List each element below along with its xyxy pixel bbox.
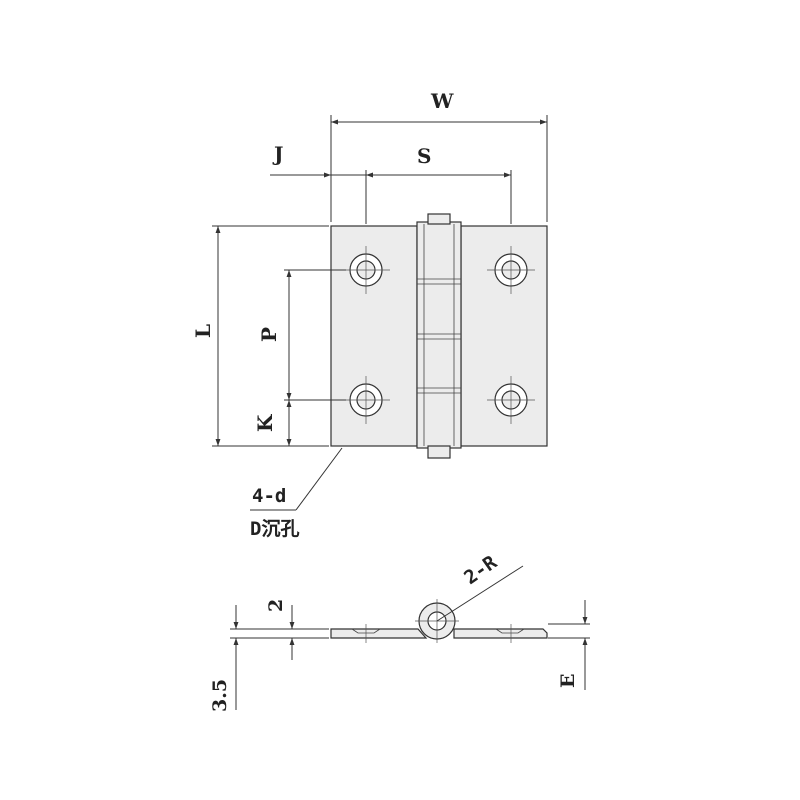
dimension-e: E: [548, 600, 590, 690]
hole-top-right: [487, 246, 535, 294]
side-view: 2-R 2 3.5 E: [209, 551, 590, 712]
label-w: W: [430, 89, 454, 113]
label-p: P: [257, 327, 281, 342]
label-l: L: [191, 324, 215, 338]
label-overall-thickness: 3.5: [209, 679, 231, 712]
hole-bottom-left: [342, 376, 390, 424]
dimension-w: W: [330, 89, 548, 222]
label-j: J: [272, 142, 283, 166]
top-view: W S J L P K: [191, 89, 548, 540]
label-leaf-thickness: 2: [265, 599, 287, 612]
dimension-s-j: S J: [270, 142, 512, 224]
label-k: K: [253, 414, 277, 432]
dimension-thickness: 2 3.5: [209, 599, 329, 712]
dimension-l: L: [191, 225, 329, 447]
hole-bottom-right: [487, 376, 535, 424]
label-e: E: [557, 674, 579, 688]
label-countersink: D沉孔: [250, 518, 299, 540]
label-s: S: [417, 144, 431, 168]
hole-top-left: [342, 246, 390, 294]
label-hole-count: 4-d: [252, 485, 286, 507]
hole-callout: 4-d D沉孔: [250, 447, 343, 540]
side-right-leaf: [453, 628, 548, 639]
dimension-p-k: P K: [253, 269, 346, 446]
hinge-barrel: [416, 213, 462, 459]
